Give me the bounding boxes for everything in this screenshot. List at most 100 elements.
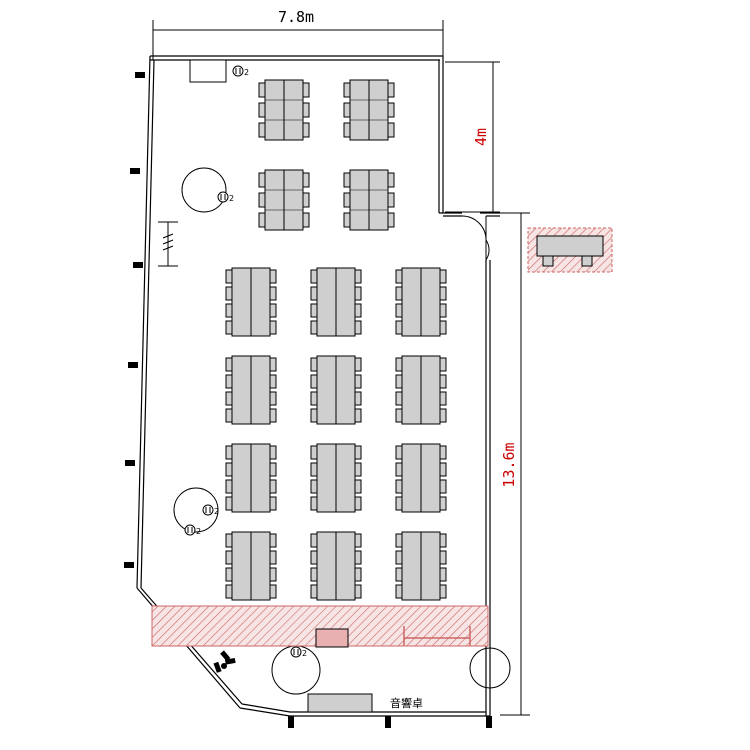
table bbox=[250, 531, 271, 601]
chair bbox=[225, 533, 233, 548]
chair bbox=[310, 496, 318, 511]
table-group-lower bbox=[395, 531, 447, 601]
table-group-upper bbox=[258, 169, 310, 231]
chair bbox=[439, 479, 447, 494]
chair bbox=[269, 462, 277, 477]
chair bbox=[354, 357, 362, 372]
chair bbox=[343, 82, 351, 98]
table-group-lower bbox=[310, 267, 362, 337]
chair bbox=[225, 550, 233, 565]
table bbox=[231, 267, 252, 337]
chair bbox=[439, 496, 447, 511]
chair bbox=[387, 212, 395, 228]
chair bbox=[258, 212, 266, 228]
chair bbox=[343, 192, 351, 208]
chair bbox=[225, 408, 233, 423]
table bbox=[250, 443, 271, 513]
chair bbox=[343, 172, 351, 188]
chair bbox=[439, 391, 447, 406]
table-groups bbox=[225, 79, 447, 601]
chair bbox=[354, 408, 362, 423]
outlet-icon: 2 bbox=[232, 65, 249, 77]
chair bbox=[310, 286, 318, 301]
chair bbox=[225, 445, 233, 460]
chair bbox=[225, 374, 233, 389]
chair bbox=[354, 584, 362, 599]
chair bbox=[395, 320, 403, 335]
chair bbox=[439, 357, 447, 372]
chair bbox=[269, 550, 277, 565]
table bbox=[420, 531, 441, 601]
table bbox=[250, 355, 271, 425]
chair bbox=[354, 391, 362, 406]
chair bbox=[269, 445, 277, 460]
table bbox=[420, 267, 441, 337]
stage-area bbox=[151, 605, 489, 648]
chair bbox=[354, 567, 362, 582]
chair bbox=[387, 122, 395, 138]
chair bbox=[225, 320, 233, 335]
chair bbox=[439, 584, 447, 599]
chair bbox=[395, 391, 403, 406]
chair bbox=[439, 550, 447, 565]
chair bbox=[302, 192, 310, 208]
chair bbox=[354, 533, 362, 548]
dimension-depth: 13.6m bbox=[500, 212, 530, 716]
table bbox=[335, 443, 356, 513]
chair bbox=[269, 567, 277, 582]
chair bbox=[354, 303, 362, 318]
table bbox=[335, 531, 356, 601]
table bbox=[231, 443, 252, 513]
chair bbox=[439, 533, 447, 548]
cabinet bbox=[189, 59, 227, 83]
pillar-symbol bbox=[158, 221, 178, 267]
chair bbox=[387, 192, 395, 208]
dimension-depth-label: 13.6m bbox=[500, 442, 518, 487]
speaker-stand-icon bbox=[213, 650, 236, 673]
table bbox=[401, 443, 422, 513]
chair bbox=[395, 462, 403, 477]
chair bbox=[439, 462, 447, 477]
chair bbox=[225, 286, 233, 301]
table bbox=[316, 267, 337, 337]
chair bbox=[302, 122, 310, 138]
chair bbox=[354, 445, 362, 460]
chair bbox=[439, 567, 447, 582]
chair bbox=[354, 479, 362, 494]
table-group-lower bbox=[225, 267, 277, 337]
chair bbox=[310, 533, 318, 548]
dimension-notch: 4m bbox=[445, 61, 500, 213]
chair bbox=[395, 357, 403, 372]
chair bbox=[439, 374, 447, 389]
chair bbox=[395, 496, 403, 511]
dimension-notch-label: 4m bbox=[472, 128, 490, 146]
chair bbox=[225, 303, 233, 318]
chair bbox=[302, 172, 310, 188]
outlet-icon: 2 bbox=[290, 646, 307, 658]
chair bbox=[258, 192, 266, 208]
outlet-tag: 2 bbox=[302, 649, 307, 658]
chair bbox=[269, 533, 277, 548]
chair bbox=[395, 374, 403, 389]
table bbox=[250, 267, 271, 337]
table bbox=[401, 355, 422, 425]
chair bbox=[439, 303, 447, 318]
sound-desk-label: 音響卓 bbox=[390, 696, 423, 710]
chair bbox=[439, 408, 447, 423]
chair bbox=[310, 374, 318, 389]
chair bbox=[269, 391, 277, 406]
table bbox=[349, 79, 370, 141]
chair bbox=[310, 462, 318, 477]
chair bbox=[310, 269, 318, 284]
chair bbox=[310, 408, 318, 423]
outlet-tag: 2 bbox=[244, 68, 249, 77]
chair bbox=[395, 567, 403, 582]
table bbox=[231, 355, 252, 425]
chair bbox=[269, 303, 277, 318]
table-group-lower bbox=[395, 355, 447, 425]
chair bbox=[354, 550, 362, 565]
table-group-upper bbox=[343, 169, 395, 231]
wall-pillars bbox=[124, 72, 492, 728]
chair bbox=[225, 496, 233, 511]
